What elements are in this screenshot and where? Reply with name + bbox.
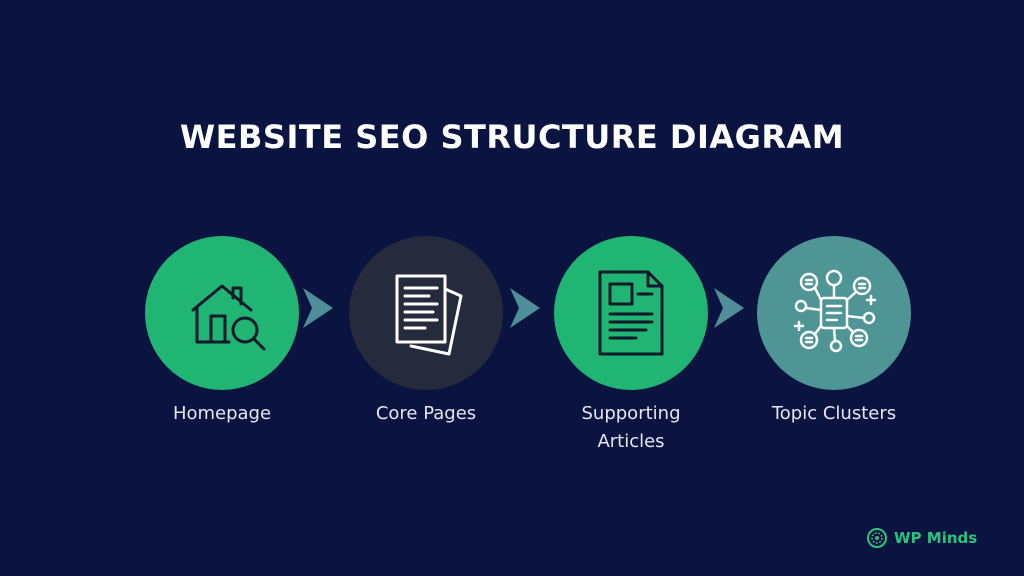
house-search-icon <box>191 284 266 351</box>
step-circle <box>757 236 911 390</box>
step-circle <box>554 236 708 390</box>
flow-arrow <box>714 288 744 328</box>
stacked-documents-icon <box>395 274 463 356</box>
diagram-title: WEBSITE SEO STRUCTURE DIAGRAM <box>179 118 845 156</box>
step-label: Core Pages <box>375 403 477 424</box>
step-topic-clusters: Topic Clusters <box>754 236 914 476</box>
step-label: Topic Clusters <box>771 403 897 424</box>
article-document-icon <box>598 270 664 356</box>
brand-name: WP Minds <box>894 529 978 547</box>
step-label: Supporting Articles <box>581 403 681 452</box>
step-homepage: Homepage <box>142 236 302 476</box>
topic-cluster-network-icon <box>793 269 877 353</box>
wp-minds-logo-icon <box>867 528 887 548</box>
brand-logo: WP Minds <box>866 526 977 550</box>
step-supporting-articles: Supporting Articles <box>551 236 711 476</box>
step-core-pages: Core Pages <box>346 236 506 476</box>
step-circle <box>145 236 299 390</box>
flow-arrow <box>510 288 540 328</box>
step-circle <box>349 236 503 390</box>
flow-arrow <box>303 288 333 328</box>
step-label: Homepage <box>172 403 272 424</box>
